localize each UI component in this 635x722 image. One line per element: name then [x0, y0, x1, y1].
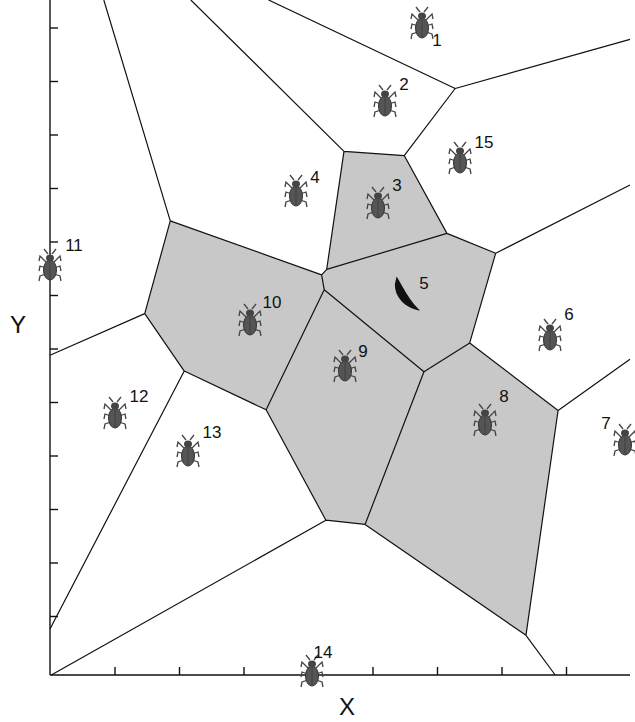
insects [39, 7, 635, 687]
axis-label: Y [8, 312, 28, 338]
insect-icon [367, 187, 389, 219]
voronoi-cell [526, 359, 630, 675]
callout-number: 3 [390, 176, 403, 195]
callout-number: 4 [308, 168, 321, 187]
callout-number: 10 [261, 293, 284, 312]
callout-number: 12 [128, 387, 151, 406]
callout-number: 15 [473, 133, 496, 152]
voronoi-cell [51, 520, 555, 675]
insect-icon [39, 249, 61, 281]
callout-number: 8 [497, 387, 510, 406]
callout-number: 9 [356, 342, 369, 361]
cell-boundary [50, 0, 630, 675]
callout-number: 14 [312, 643, 335, 662]
callout-number: 13 [201, 423, 224, 442]
voronoi-cells [50, 0, 630, 675]
callout-number: 7 [599, 414, 612, 433]
insect-icon [285, 175, 307, 207]
callout-number: 6 [562, 305, 575, 324]
insect-icon [411, 7, 433, 39]
insect-icon [334, 350, 356, 382]
insect-icon [539, 319, 561, 351]
callout-number: 1 [430, 31, 443, 50]
crescent-mark [396, 279, 417, 309]
axes [50, 0, 630, 675]
callout-number: 2 [397, 75, 410, 94]
insect-icon [449, 142, 471, 174]
insect-icon [614, 424, 635, 456]
insect-icon [474, 404, 496, 436]
axis-label: X [337, 694, 357, 720]
callout-number: 5 [417, 274, 430, 293]
callout-number: 11 [63, 236, 85, 255]
insect-icon [177, 435, 199, 467]
insect-icon [374, 85, 396, 117]
insect-icon [104, 397, 126, 429]
insect-icon [239, 304, 261, 336]
